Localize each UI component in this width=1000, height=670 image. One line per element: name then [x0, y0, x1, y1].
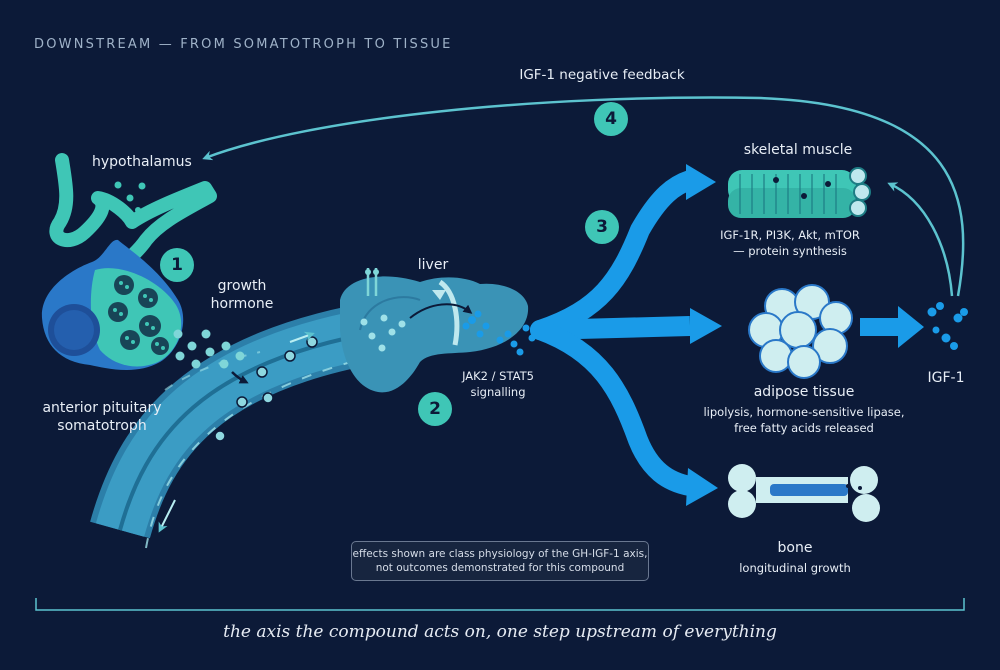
somatotroph-label-line2: somatotroph: [57, 418, 147, 434]
adipose-detail-line2: free fatty acids released: [734, 421, 874, 435]
bone-title: bone: [777, 540, 813, 556]
step-badge-2: 2: [418, 392, 452, 426]
disclaimer-note: effects shown are class physiology of th…: [351, 541, 649, 581]
step-badge-3: 3: [585, 210, 619, 244]
disclaimer-line1: effects shown are class physiology of th…: [352, 548, 648, 560]
muscle-detail-line1: IGF-1R, PI3K, Akt, mTOR: [720, 228, 860, 242]
hypothalamus-label: hypothalamus: [92, 154, 192, 170]
gh-entry-arrow: [231, 371, 249, 384]
bone-illustration: [728, 464, 880, 522]
liver-illustration: [340, 268, 529, 393]
bottom-caption: the axis the compound acts on, one step …: [223, 622, 777, 642]
adipose-tissue-illustration: [748, 284, 853, 379]
somatotroph-cell: [41, 239, 184, 371]
skeletal-muscle-illustration: [728, 167, 871, 218]
feedback-label: IGF-1 negative feedback: [519, 67, 685, 83]
growth-hormone-label-line1: growth: [217, 278, 267, 294]
muscle-detail-line2: — protein synthesis: [733, 244, 847, 258]
bone-detail-line1: longitudinal growth: [739, 561, 851, 575]
vessel-flow-arrows: [158, 331, 315, 533]
step-badge-1: 1: [160, 248, 194, 282]
igf1-label: IGF-1: [927, 370, 965, 386]
blood-vessel: [90, 299, 395, 549]
liver-label: liver: [417, 257, 449, 273]
growth-hormone-label-line2: hormone: [210, 296, 274, 312]
muscle-title: skeletal muscle: [743, 142, 853, 158]
adipose-detail-line1: lipolysis, hormone-sensitive lipase,: [703, 405, 905, 419]
arrow-to-igf1: [860, 306, 924, 348]
adipose-title: adipose tissue: [753, 384, 855, 400]
vessel-particles: [214, 336, 318, 442]
step-badge-4: 4: [594, 102, 628, 136]
jak-stat-label-line1: JAK2 / STAT5: [462, 369, 534, 383]
diagram-header: DOWNSTREAM — FROM SOMATOTROPH TO TISSUE: [34, 37, 453, 52]
bottom-bracket: [35, 598, 965, 611]
branching-arrows: [530, 164, 722, 506]
growth-hormone-particles: [173, 329, 245, 369]
igf1-cluster: [927, 302, 968, 350]
disclaimer-line2: not outcomes demonstrated for this compo…: [375, 562, 625, 574]
jak-stat-label-line2: signalling: [470, 385, 526, 399]
feedback-loop-arrow: [202, 96, 965, 297]
somatotroph-label-line1: anterior pituitary: [42, 400, 162, 416]
